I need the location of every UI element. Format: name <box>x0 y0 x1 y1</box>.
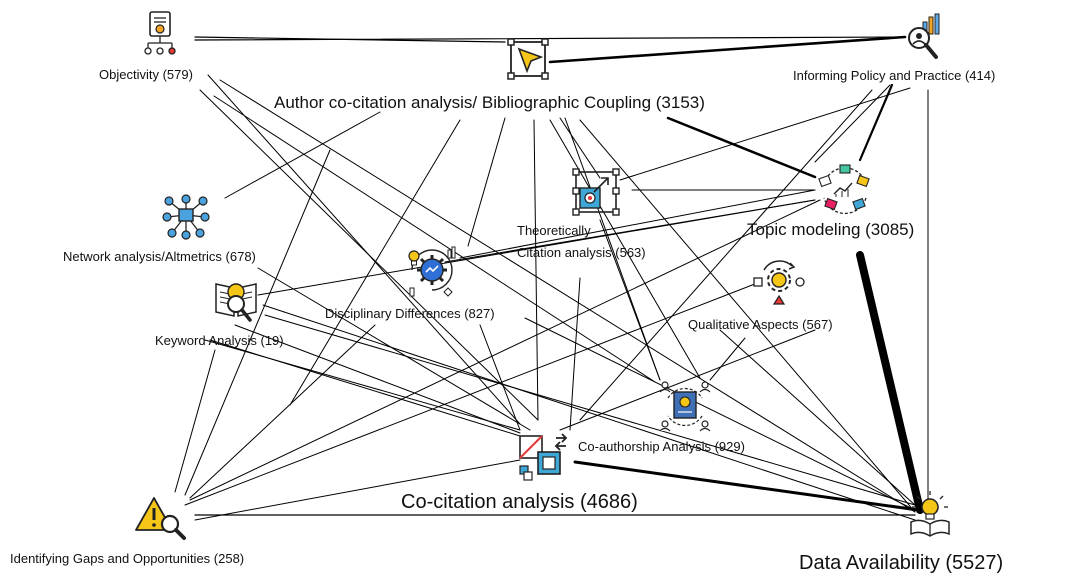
team-book-icon <box>659 381 711 432</box>
network-edge <box>579 119 916 513</box>
network-edge <box>573 460 920 512</box>
network-edge <box>719 329 916 506</box>
network-people-icon <box>162 194 210 240</box>
network-edge <box>174 349 216 493</box>
network-edge <box>194 459 521 521</box>
magnifier-chart-icon <box>908 13 940 59</box>
node-label-theoretically-line2: Citation analysis (563) <box>517 245 646 260</box>
network-edge <box>548 35 907 64</box>
book-search-icon <box>215 283 257 322</box>
node-label-disciplinary: Disciplinary Differences (827) <box>325 306 495 321</box>
network-edge <box>459 189 816 259</box>
network-edge <box>199 89 539 421</box>
network-edge <box>189 324 376 499</box>
node-label-author-cocitation: Author co-citation analysis/ Bibliograph… <box>274 93 705 112</box>
node-label-cocitation: Co-citation analysis (4686) <box>401 491 638 513</box>
network-edge <box>479 324 521 431</box>
node-label-informing-policy: Informing Policy and Practice (414) <box>793 68 996 83</box>
network-edge <box>209 339 521 437</box>
network-edge <box>257 267 531 431</box>
network-edge <box>224 111 381 199</box>
network-edge <box>599 219 661 381</box>
network-edges <box>174 35 929 521</box>
lightbulb-book-icon <box>910 491 950 537</box>
node-label-qualitative: Qualitative Aspects (567) <box>688 317 833 332</box>
network-edge <box>856 251 924 514</box>
network-edge <box>814 84 891 163</box>
gear-lightbulb-icon <box>408 246 456 297</box>
cursor-select-icon <box>507 38 549 80</box>
node-label-topic-modeling: Topic modeling (3085) <box>747 220 915 239</box>
network-edge <box>184 281 761 506</box>
arrows-squares-icon <box>519 433 568 481</box>
network-edge <box>619 87 911 181</box>
node-label-gaps: Identifying Gaps and Opportunities (258) <box>10 551 245 566</box>
frame-target-icon <box>572 168 620 216</box>
node-label-network-analysis: Network analysis/Altmetrics (678) <box>63 249 256 264</box>
network-edge <box>559 329 816 431</box>
node-label-theoretically-line1: Theoretically <box>517 223 591 238</box>
node-label-data-availability: Data Availability (5527) <box>799 552 1004 574</box>
network-edge <box>194 36 906 41</box>
network-edge <box>524 317 916 511</box>
network-edge <box>184 149 331 496</box>
network-edge <box>234 324 521 434</box>
document-settings-icon <box>144 11 176 55</box>
warning-search-icon <box>135 497 186 540</box>
node-label-coauthorship: Co-authorship Analysis (929) <box>578 439 745 454</box>
network-edge <box>579 89 873 421</box>
network-edge <box>189 199 821 501</box>
network-edge <box>257 199 816 296</box>
node-label-objectivity: Objectivity (579) <box>99 67 193 82</box>
network-edge <box>564 117 661 381</box>
network-edge <box>219 79 916 513</box>
network-edge <box>289 119 461 406</box>
network-edge <box>467 117 506 247</box>
network-edge <box>533 119 539 421</box>
node-label-keyword: Keyword Analysis (19) <box>155 333 284 348</box>
network-edge <box>262 304 916 521</box>
network-edge <box>858 83 894 162</box>
network-edge <box>549 119 701 379</box>
network-edge <box>559 117 601 179</box>
network-edge <box>709 337 746 381</box>
topic-cycle-icon <box>818 164 870 215</box>
network-edge <box>666 116 817 179</box>
network-edge <box>213 95 656 383</box>
network-edge <box>264 314 916 506</box>
gear-cycle-icon <box>753 260 805 305</box>
